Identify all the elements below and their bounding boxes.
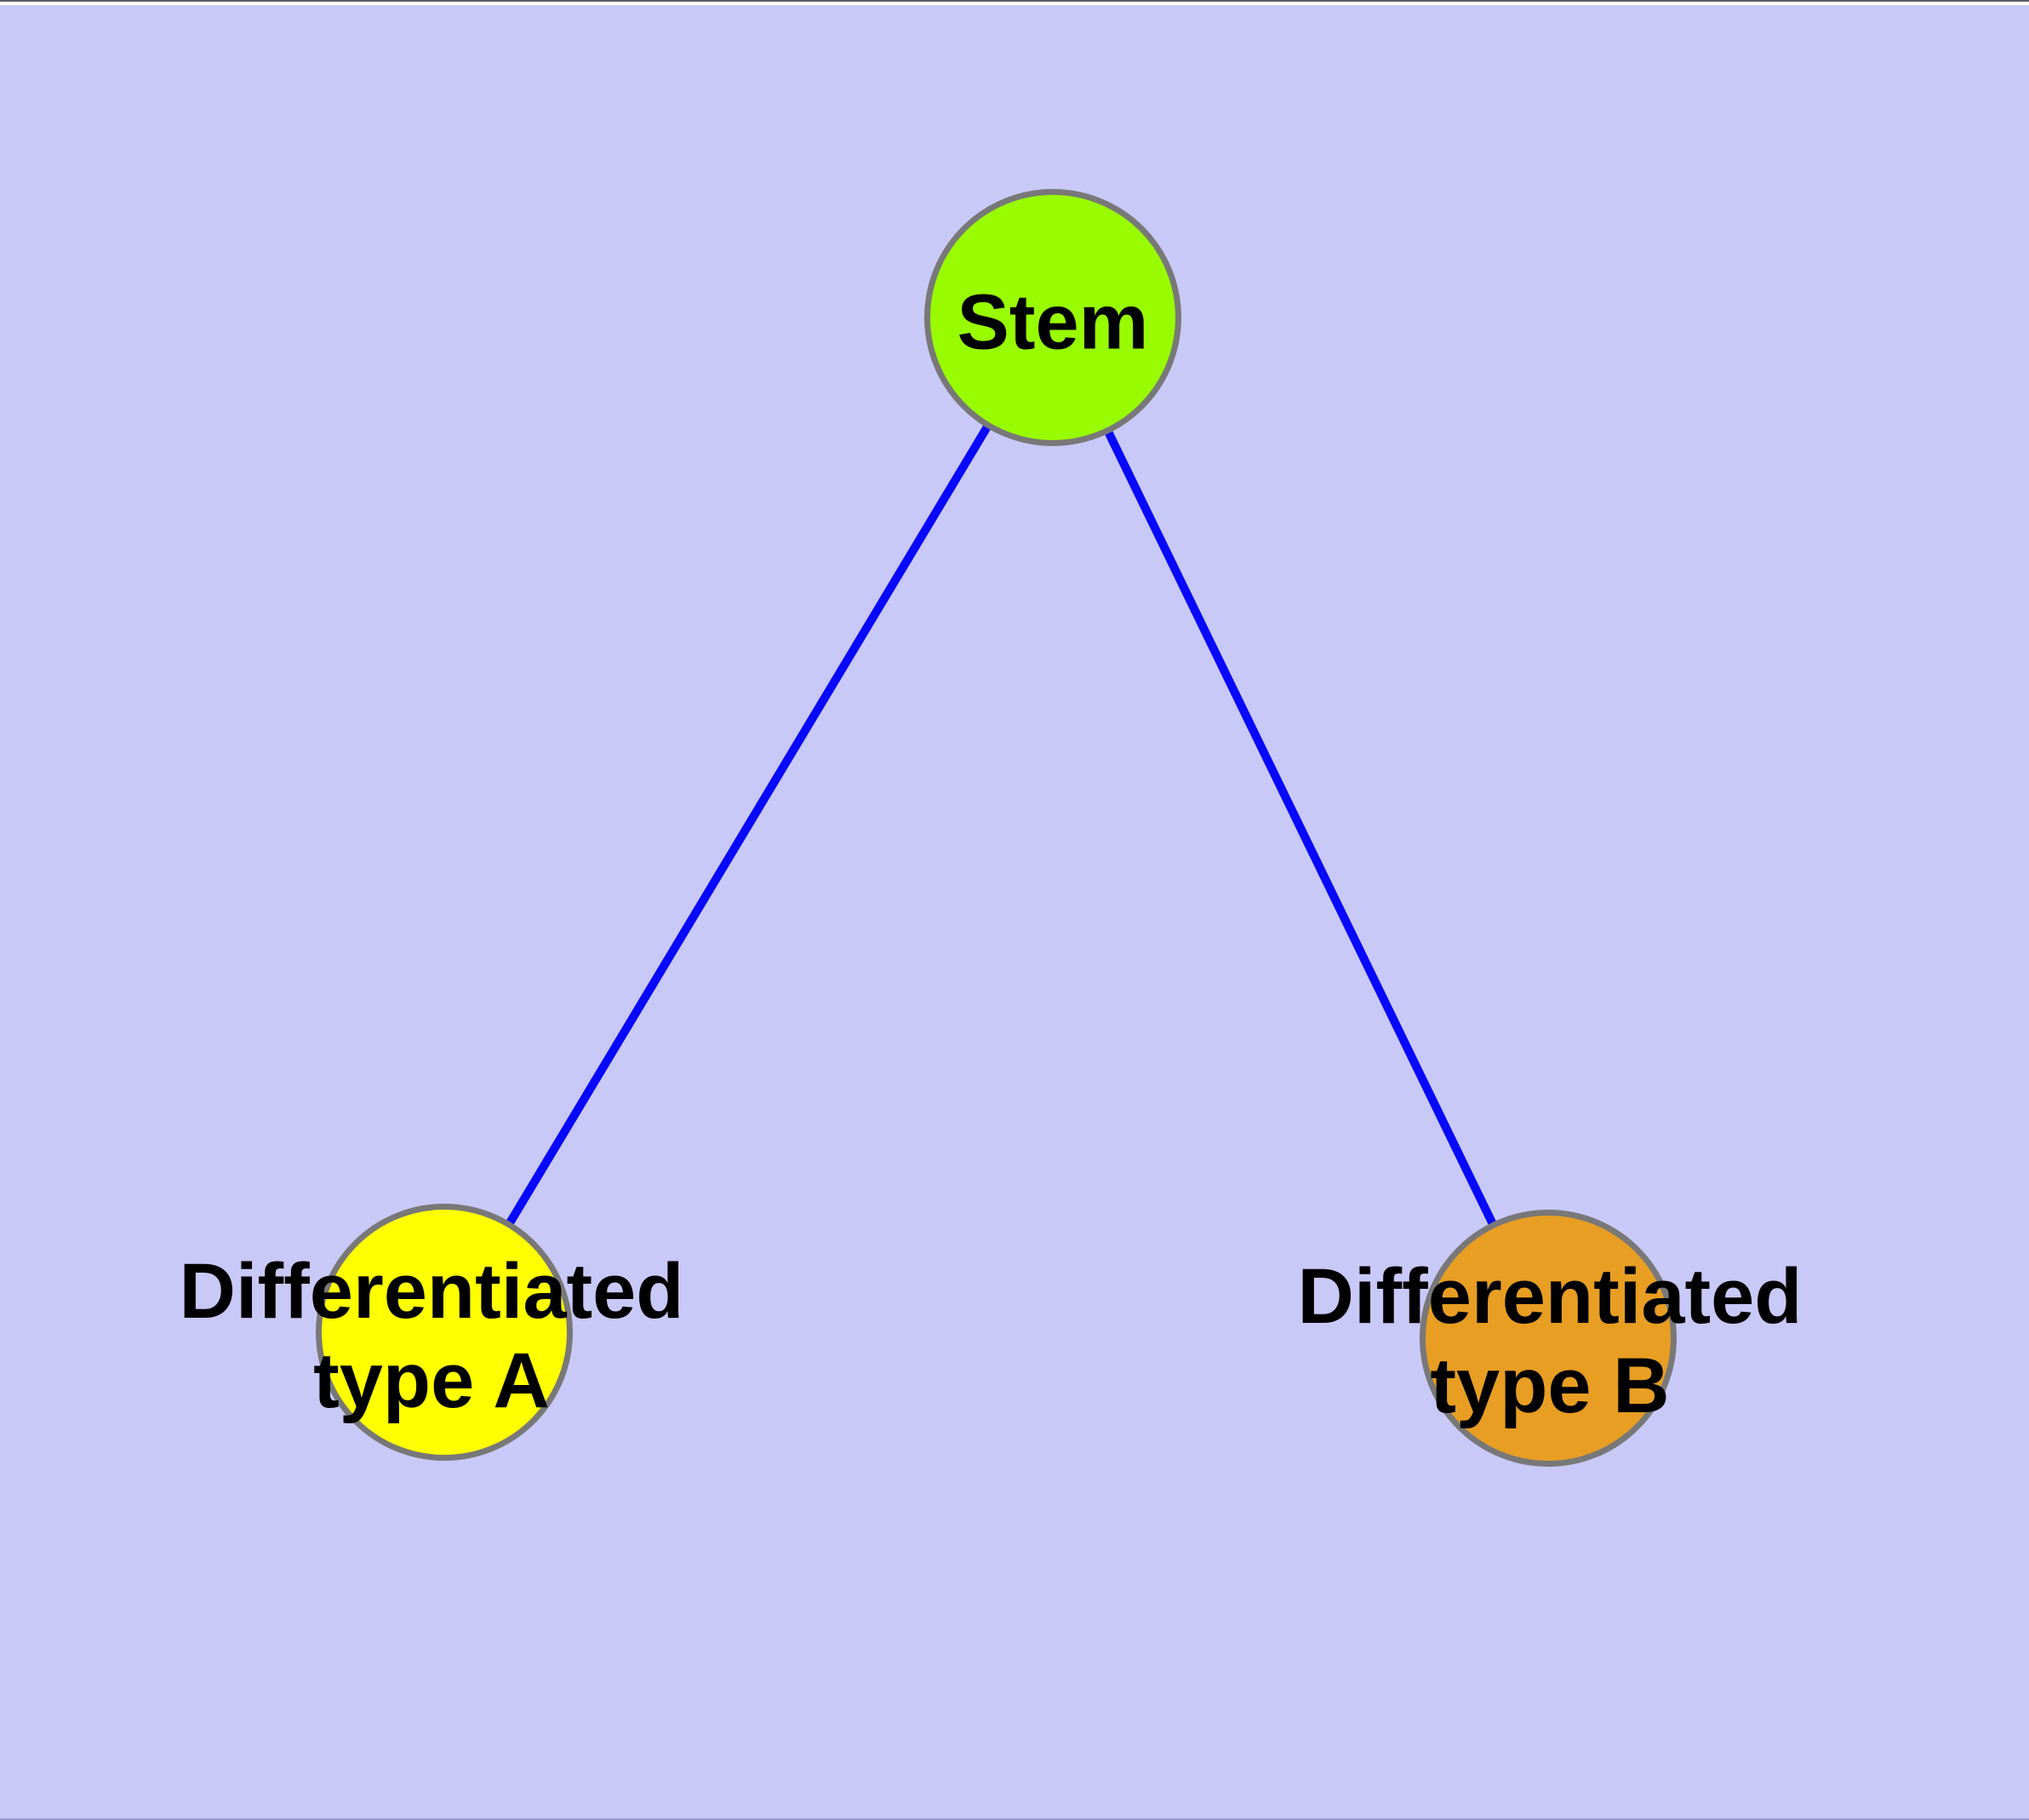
node-differentiated-type-b [1420,1210,1677,1467]
window-bottom-border [0,1818,2029,1820]
node-stem [924,189,1181,446]
node-type-a-label-line2: type A [313,1337,550,1424]
edge-stem-to-type-b [1049,315,1552,1341]
node-type-b-label-line1: Differentiated [1297,1253,1803,1340]
node-type-a-label-line1: Differentiated [179,1248,684,1335]
node-type-b-label: Differentiated type B [1124,1252,1975,1431]
node-differentiated-type-a [316,1204,573,1461]
node-stem-label: Stem [957,278,1149,366]
node-type-a-label: Differentiated type A [6,1247,857,1426]
edge-stem-to-type-a [440,315,1057,1335]
node-type-b-label-line2: type B [1430,1342,1670,1429]
window-top-border [0,0,2029,5]
